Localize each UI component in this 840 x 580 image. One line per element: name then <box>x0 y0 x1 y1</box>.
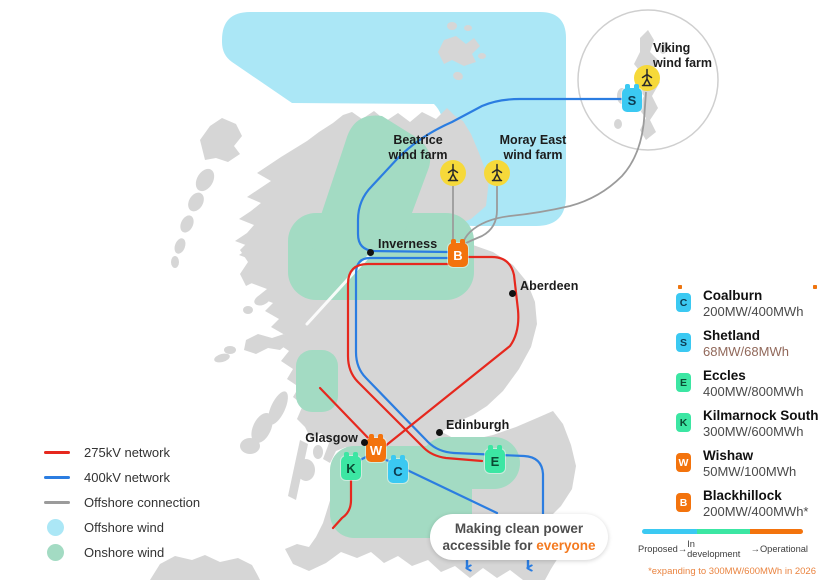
marker-kilmarnock-south: K <box>341 452 361 480</box>
map-legend: 275kV network 400kV network Offshore con… <box>44 440 200 565</box>
edinburgh-dot <box>436 429 443 436</box>
offshore-wind-swatch <box>44 519 74 536</box>
status-labels: Proposed → In development → Operational <box>638 539 808 559</box>
inverness-dot <box>367 249 374 256</box>
aberdeen-label: Aberdeen <box>520 279 579 293</box>
marker-coalburn: C <box>388 455 408 483</box>
callout-highlight: everyone <box>536 538 596 553</box>
status-proposed-segment <box>642 529 697 534</box>
glasgow-dot <box>361 439 368 446</box>
legend-item-offshore-wind: Offshore wind <box>44 515 200 540</box>
aberdeen-dot <box>509 290 516 297</box>
glasgow-label: Glasgow <box>305 431 358 445</box>
legend-item-400kv: 400kV network <box>44 465 200 490</box>
shetland-battery-icon: S <box>676 333 691 352</box>
status-in-development-segment <box>697 529 750 534</box>
coalburn-battery-icon: C <box>676 293 691 312</box>
status-arrow-icon: → <box>677 544 688 554</box>
marker-blackhillock: B <box>448 239 468 267</box>
edinburgh-label: Edinburgh <box>446 418 510 432</box>
legend-item-offshore-connection: Offshore connection <box>44 490 200 515</box>
onshore-wind-swatch <box>44 544 74 561</box>
status-label-proposed: Proposed <box>638 544 678 554</box>
great-glen-loch <box>305 255 370 326</box>
marker-eccles: E <box>485 445 505 473</box>
wishaw-battery-icon: W <box>676 453 691 472</box>
kilmarnock-south-battery-icon: K <box>676 413 691 432</box>
status-progress-bar <box>642 529 803 534</box>
callout-line2: accessible for everyone <box>442 538 596 553</box>
inverness-label: Inverness <box>378 237 438 251</box>
marker-wishaw: W <box>366 434 386 462</box>
network-275kv-lines <box>318 255 520 530</box>
offshore-connection-line-swatch <box>44 501 74 504</box>
status-operational-segment <box>750 529 803 534</box>
offshore-connection-lines <box>452 91 647 245</box>
legend-item-275kv: 275kV network <box>44 440 200 465</box>
eccles-battery-icon: E <box>676 373 691 392</box>
275kv-line-swatch <box>44 451 74 454</box>
beatrice-wind-turbine-icon <box>440 160 466 186</box>
callout-clean-power: Making clean power accessible for everyo… <box>430 514 608 560</box>
moray-east-wind-turbine-icon <box>484 160 510 186</box>
status-label-in-development: In development <box>687 539 741 559</box>
marker-shetland: S <box>622 84 642 112</box>
status-arrow-icon: → <box>750 544 760 554</box>
callout-line1: Making clean power <box>454 521 584 536</box>
legend-item-onshore-wind: Onshore wind <box>44 540 200 565</box>
status-label-operational: Operational <box>759 544 809 554</box>
400kv-line-swatch <box>44 476 74 479</box>
blackhillock-battery-icon: B <box>676 493 691 512</box>
expansion-footnote: *expanding to 300MW/600MWh in 2026 <box>648 566 816 577</box>
viking-wind-turbine-icon <box>634 65 660 91</box>
